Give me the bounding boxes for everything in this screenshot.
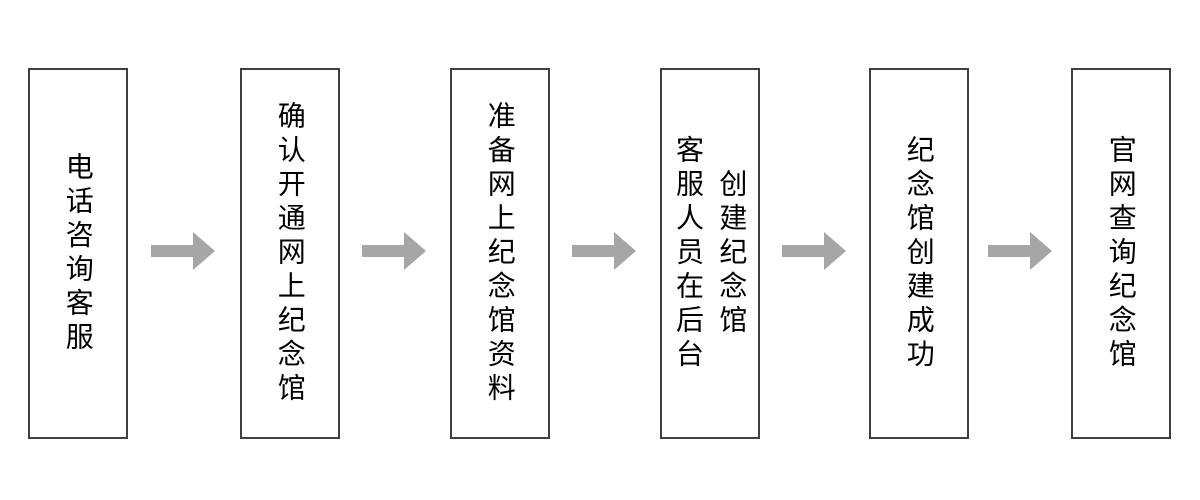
step-prepare-memorial-materials: 准备网上纪念馆资料 (450, 68, 550, 439)
step-label: 官网查询纪念馆 (1105, 134, 1137, 373)
step-label: 纪念馆创建成功 (903, 134, 935, 373)
step-memorial-created-successfully: 纪念馆创建成功 (869, 68, 969, 439)
step-phone-consult-customer-service: 电话咨询客服 (28, 68, 128, 439)
step-confirm-open-online-memorial: 确认开通网上纪念馆 (240, 68, 340, 439)
step-staff-create-memorial-backend: 客服人员在后台 创建纪念馆 (660, 68, 760, 439)
step-label: 确认开通网上纪念馆 (274, 100, 306, 407)
right-arrow-shape (362, 232, 426, 270)
step-label: 客服人员在后台 创建纪念馆 (673, 134, 748, 373)
right-arrow-icon (151, 232, 215, 270)
step-label: 准备网上纪念馆资料 (484, 100, 516, 407)
right-arrow-shape (782, 232, 846, 270)
right-arrow-icon (572, 232, 636, 270)
right-arrow-shape (572, 232, 636, 270)
right-arrow-icon (362, 232, 426, 270)
right-arrow-shape (151, 232, 215, 270)
right-arrow-icon (782, 232, 846, 270)
right-arrow-icon (988, 232, 1052, 270)
right-arrow-shape (988, 232, 1052, 270)
step-query-memorial-official-site: 官网查询纪念馆 (1071, 68, 1171, 439)
step-label: 电话咨询客服 (62, 151, 94, 356)
